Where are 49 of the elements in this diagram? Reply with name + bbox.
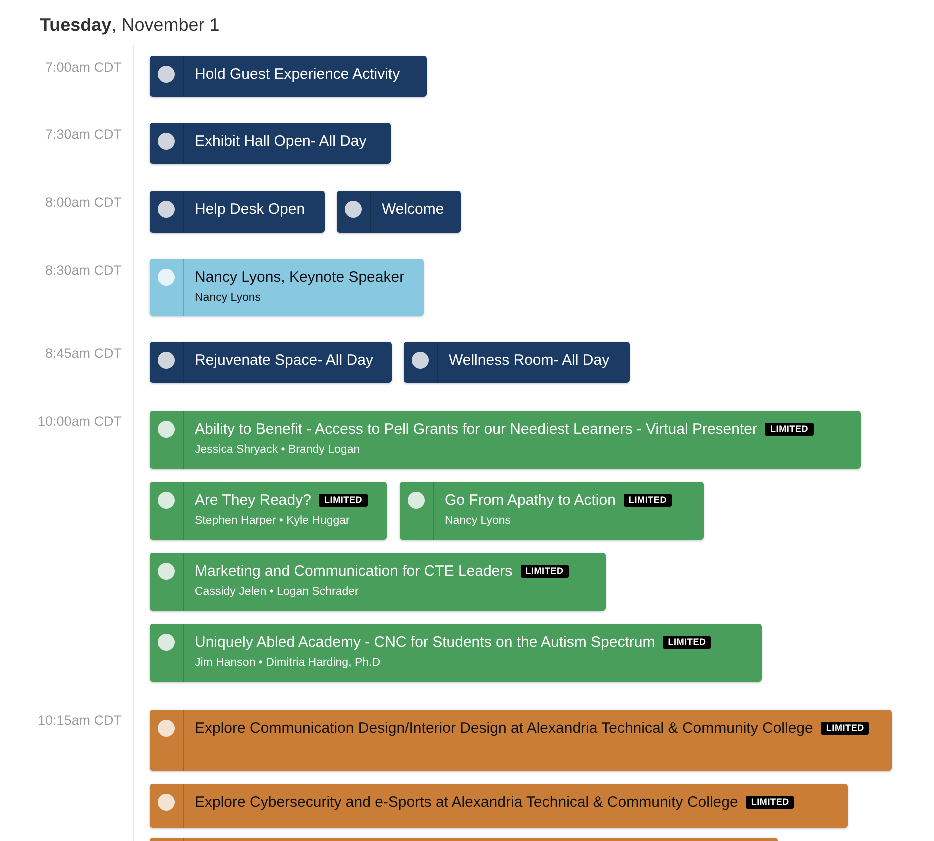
- event-title: Are They Ready?: [195, 492, 312, 509]
- event-card: [150, 482, 387, 540]
- status-tag: LIMITED: [624, 494, 672, 507]
- event-card: [150, 123, 391, 164]
- event-card: [150, 710, 892, 771]
- time-label: 10:15am CDT: [38, 713, 122, 728]
- speaker-names: Jessica Shryack • Brandy Logan: [195, 443, 362, 458]
- event-title: Explore Cybersecurity and e-Sports at Alexandria Technical & Community College: [195, 794, 738, 811]
- status-tag: LIMITED: [663, 636, 712, 649]
- event-title: Marketing and Communication for CTE Leaders: [195, 563, 513, 580]
- status-tag: LIMITED: [821, 722, 870, 735]
- status-tag: LIMITED: [520, 565, 569, 578]
- event-card: [150, 553, 606, 611]
- event-card: [404, 342, 630, 383]
- speaker-names: Stephen Harper • Kyle Huggar: [195, 514, 351, 529]
- event-card: [150, 191, 325, 233]
- event-card: [150, 784, 848, 828]
- time-label: 8:45am CDT: [45, 346, 122, 361]
- time-label: 8:30am CDT: [45, 263, 122, 278]
- event-card: [150, 342, 392, 383]
- event-card: [337, 191, 461, 233]
- event-title: Wellness Room- All Day: [449, 352, 610, 369]
- event-title: Exhibit Hall Open- All Day: [195, 133, 367, 150]
- status-tag: LIMITED: [746, 796, 794, 809]
- speaker-names: Cassidy Jelen • Logan Schrader: [195, 585, 360, 600]
- event-card: [150, 624, 762, 682]
- time-label: 8:00am CDT: [45, 195, 122, 210]
- event-title: Rejuvenate Space- All Day: [195, 352, 374, 369]
- event-title: Hold Guest Experience Activity: [195, 66, 400, 83]
- date-heading: Tuesday, November 1: [40, 15, 220, 36]
- event-title: Ability to Benefit - Access to Pell Grants for our Neediest Learners - Virtual Presenter: [195, 421, 758, 438]
- event-card: [400, 482, 704, 540]
- event-title: Help Desk Open: [195, 201, 306, 218]
- event-title: Nancy Lyons, Keynote Speaker: [195, 269, 405, 286]
- event-title: Welcome: [382, 201, 444, 218]
- time-label: 7:00am CDT: [45, 60, 122, 75]
- status-tag: LIMITED: [319, 494, 368, 507]
- event-title: Explore Communication Design/Interior Design at Alexandria Technical & Community College: [195, 720, 814, 737]
- status-tag: LIMITED: [765, 423, 814, 436]
- event-title: Uniquely Abled Academy - CNC for Students on the Autism Spectrum: [195, 634, 656, 651]
- event-card: [150, 259, 424, 316]
- time-label: 10:00am CDT: [38, 414, 122, 429]
- event-title: Go From Apathy to Action: [445, 492, 616, 509]
- time-label: 7:30am CDT: [45, 127, 122, 142]
- speaker-names: Jim Hanson • Dimitria Harding, Ph.D: [195, 656, 382, 671]
- event-card: [150, 411, 861, 469]
- speaker-names: Nancy Lyons: [445, 514, 512, 529]
- event-card: [150, 56, 427, 97]
- speaker-names: Nancy Lyons: [195, 291, 262, 306]
